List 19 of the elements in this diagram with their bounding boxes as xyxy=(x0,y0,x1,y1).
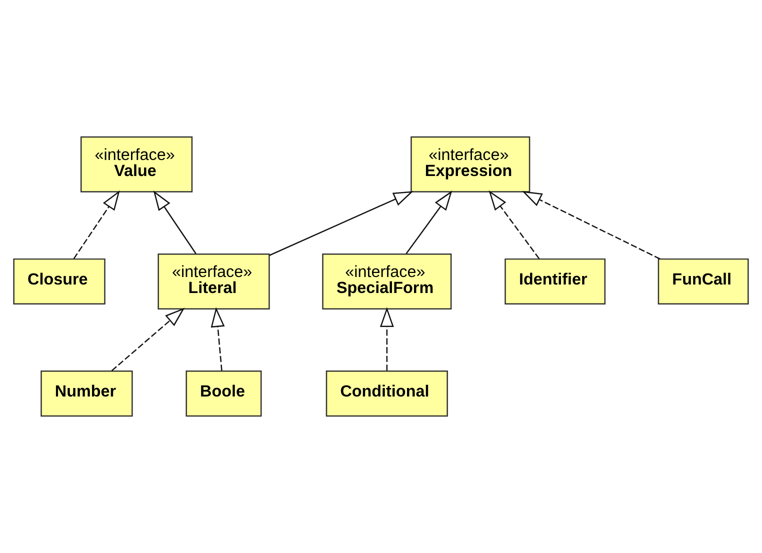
arrow xyxy=(73,190,120,260)
node-box: Identifier xyxy=(504,258,606,305)
arrow xyxy=(153,190,196,254)
arrow xyxy=(269,191,414,256)
node-box: Number xyxy=(40,370,133,417)
arrow xyxy=(380,307,394,371)
node-box: «interface» Expression xyxy=(410,136,530,192)
arrow xyxy=(406,190,452,254)
arrow xyxy=(488,190,540,260)
node-box: FunCall xyxy=(658,258,749,305)
node-box: Conditional xyxy=(326,370,448,417)
arrow xyxy=(522,191,660,260)
node-box: Boole xyxy=(186,370,262,417)
node-box: «interface» Value xyxy=(80,136,193,192)
node-box: «interface» Literal xyxy=(158,253,270,310)
node-box: Closure xyxy=(13,258,106,305)
node-box: «interface» SpecialForm xyxy=(322,253,452,310)
arrow xyxy=(210,307,225,371)
arrow xyxy=(111,308,185,372)
